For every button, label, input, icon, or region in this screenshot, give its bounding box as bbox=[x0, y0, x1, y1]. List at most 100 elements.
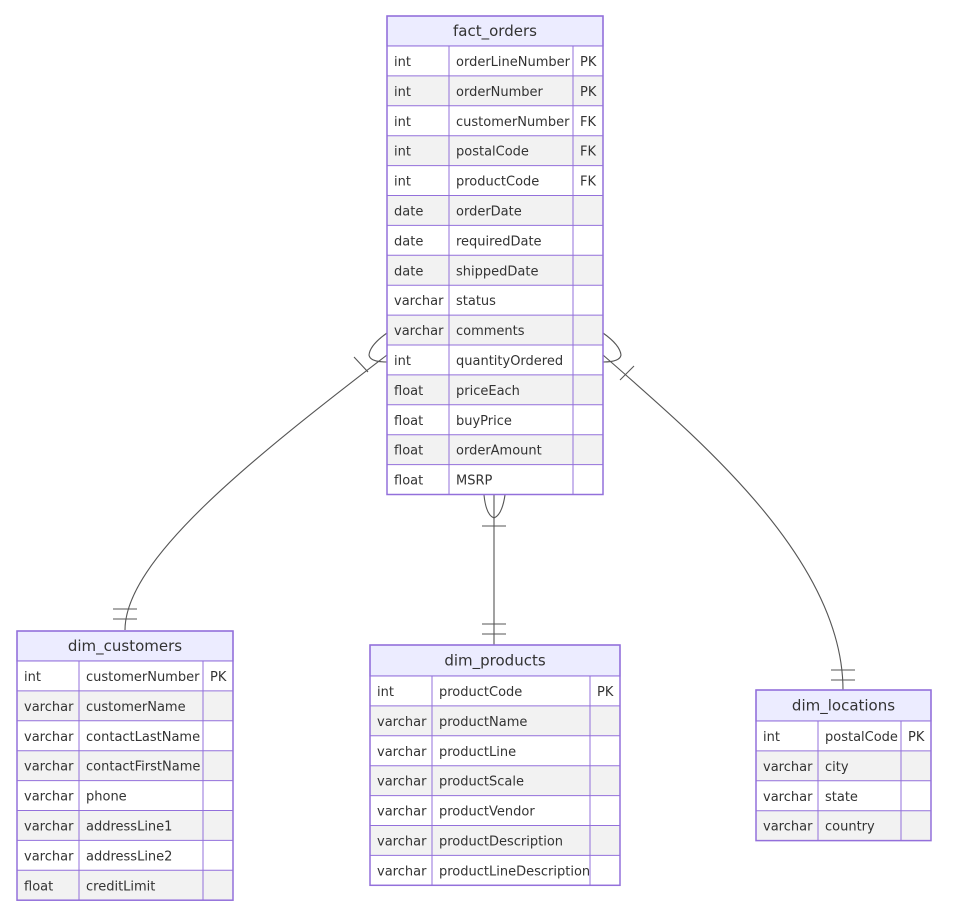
attribute-type: varchar bbox=[24, 730, 74, 745]
attribute-key: FK bbox=[580, 145, 596, 160]
table-row bbox=[756, 780, 931, 811]
attribute-type: int bbox=[394, 115, 411, 130]
table-row bbox=[756, 810, 931, 841]
table-row bbox=[370, 735, 620, 766]
attribute-name: productVendor bbox=[439, 805, 535, 820]
attribute-type: varchar bbox=[24, 700, 74, 715]
attribute-type: float bbox=[24, 879, 53, 894]
attribute-type: int bbox=[394, 175, 411, 190]
entity-dim-customers-title: dim_customers bbox=[68, 637, 182, 656]
attribute-type: int bbox=[763, 730, 780, 745]
table-row bbox=[370, 825, 620, 856]
attribute-name: addressLine1 bbox=[86, 819, 172, 834]
relationship-line bbox=[124, 354, 388, 631]
attribute-name: customerNumber bbox=[86, 670, 200, 685]
one-or-more-marker bbox=[602, 332, 622, 363]
attribute-name: contactLastName bbox=[86, 730, 200, 745]
attribute-name: productName bbox=[439, 715, 527, 730]
table-row bbox=[756, 721, 931, 751]
relationship-lines bbox=[113, 332, 855, 691]
attribute-name: customerName bbox=[86, 700, 186, 715]
table-row bbox=[387, 315, 603, 345]
attribute-type: varchar bbox=[377, 864, 427, 879]
entity-dim-locations-border bbox=[755, 689, 932, 842]
table-row bbox=[370, 765, 620, 796]
attribute-name: orderLineNumber bbox=[456, 55, 571, 70]
attribute-type: date bbox=[394, 234, 423, 249]
table-row bbox=[370, 705, 620, 736]
attribute-name: customerNumber bbox=[456, 115, 570, 130]
attribute-type: varchar bbox=[377, 715, 427, 730]
attribute-type: varchar bbox=[763, 760, 813, 775]
table-row bbox=[387, 225, 603, 256]
relationship-line bbox=[602, 354, 844, 691]
table-row bbox=[387, 165, 603, 196]
attribute-name: country bbox=[825, 820, 875, 835]
attribute-type: varchar bbox=[24, 760, 74, 775]
attribute-type: varchar bbox=[377, 805, 427, 820]
table-row bbox=[387, 285, 603, 316]
attribute-name: postalCode bbox=[456, 145, 529, 160]
attribute-type: date bbox=[394, 204, 423, 219]
attribute-name: status bbox=[456, 294, 496, 309]
attribute-type: varchar bbox=[763, 820, 813, 835]
attribute-type: varchar bbox=[377, 834, 427, 849]
attribute-name: postalCode bbox=[825, 730, 898, 745]
entity-dim-products-title: dim_products bbox=[444, 652, 545, 671]
table-row bbox=[387, 46, 603, 76]
entity-fact-orders-title: fact_orders bbox=[453, 22, 537, 41]
relationship-orders-locations bbox=[602, 332, 855, 691]
attribute-name: productScale bbox=[439, 775, 524, 790]
table-row bbox=[756, 750, 931, 781]
entity-dim-products-border bbox=[369, 644, 621, 887]
attribute-type: int bbox=[24, 670, 41, 685]
attribute-name: requiredDate bbox=[456, 234, 542, 249]
table-row bbox=[17, 840, 233, 871]
attribute-name: addressLine2 bbox=[86, 849, 172, 864]
one-or-more-marker bbox=[483, 494, 506, 519]
table-row bbox=[387, 345, 603, 375]
attribute-key: FK bbox=[580, 175, 596, 190]
table-row bbox=[370, 676, 620, 706]
attribute-name: quantityOrdered bbox=[456, 354, 563, 369]
table-row bbox=[17, 720, 233, 751]
attribute-type: varchar bbox=[394, 324, 444, 339]
one-or-more-marker bbox=[368, 332, 388, 363]
attribute-name: creditLimit bbox=[86, 879, 155, 894]
attribute-key: FK bbox=[580, 115, 596, 130]
attribute-key: PK bbox=[580, 85, 597, 100]
table-row bbox=[17, 810, 233, 841]
table-row bbox=[17, 870, 233, 901]
table-row bbox=[387, 195, 603, 226]
attribute-type: varchar bbox=[394, 294, 444, 309]
entity-dim-customers-border bbox=[16, 630, 234, 901]
attribute-name: contactFirstName bbox=[86, 760, 200, 775]
attribute-name: orderAmount bbox=[456, 444, 542, 459]
attribute-name: priceEach bbox=[456, 384, 520, 399]
relationship-orders-customers bbox=[113, 332, 388, 631]
table-row bbox=[17, 780, 233, 811]
attribute-type: int bbox=[394, 145, 411, 160]
attribute-type: float bbox=[394, 414, 423, 429]
attribute-type: varchar bbox=[377, 745, 427, 760]
attribute-name: comments bbox=[456, 324, 525, 339]
one-or-more-marker-bar bbox=[353, 356, 369, 373]
attribute-type: date bbox=[394, 264, 423, 279]
attribute-name: city bbox=[825, 760, 849, 775]
entity-dim-products-header bbox=[369, 644, 621, 677]
attribute-name: state bbox=[825, 790, 858, 805]
attribute-type: int bbox=[377, 685, 394, 700]
entity-dim-customers-header bbox=[16, 630, 234, 662]
entity-fact-orders-border bbox=[386, 15, 604, 496]
relationship-orders-products bbox=[482, 494, 506, 645]
attribute-name: productLine bbox=[439, 745, 516, 760]
attribute-key: PK bbox=[580, 55, 597, 70]
attribute-key: PK bbox=[908, 730, 925, 745]
table-row bbox=[387, 135, 603, 166]
one-or-more-marker-bar bbox=[619, 365, 635, 381]
table-row bbox=[370, 795, 620, 826]
